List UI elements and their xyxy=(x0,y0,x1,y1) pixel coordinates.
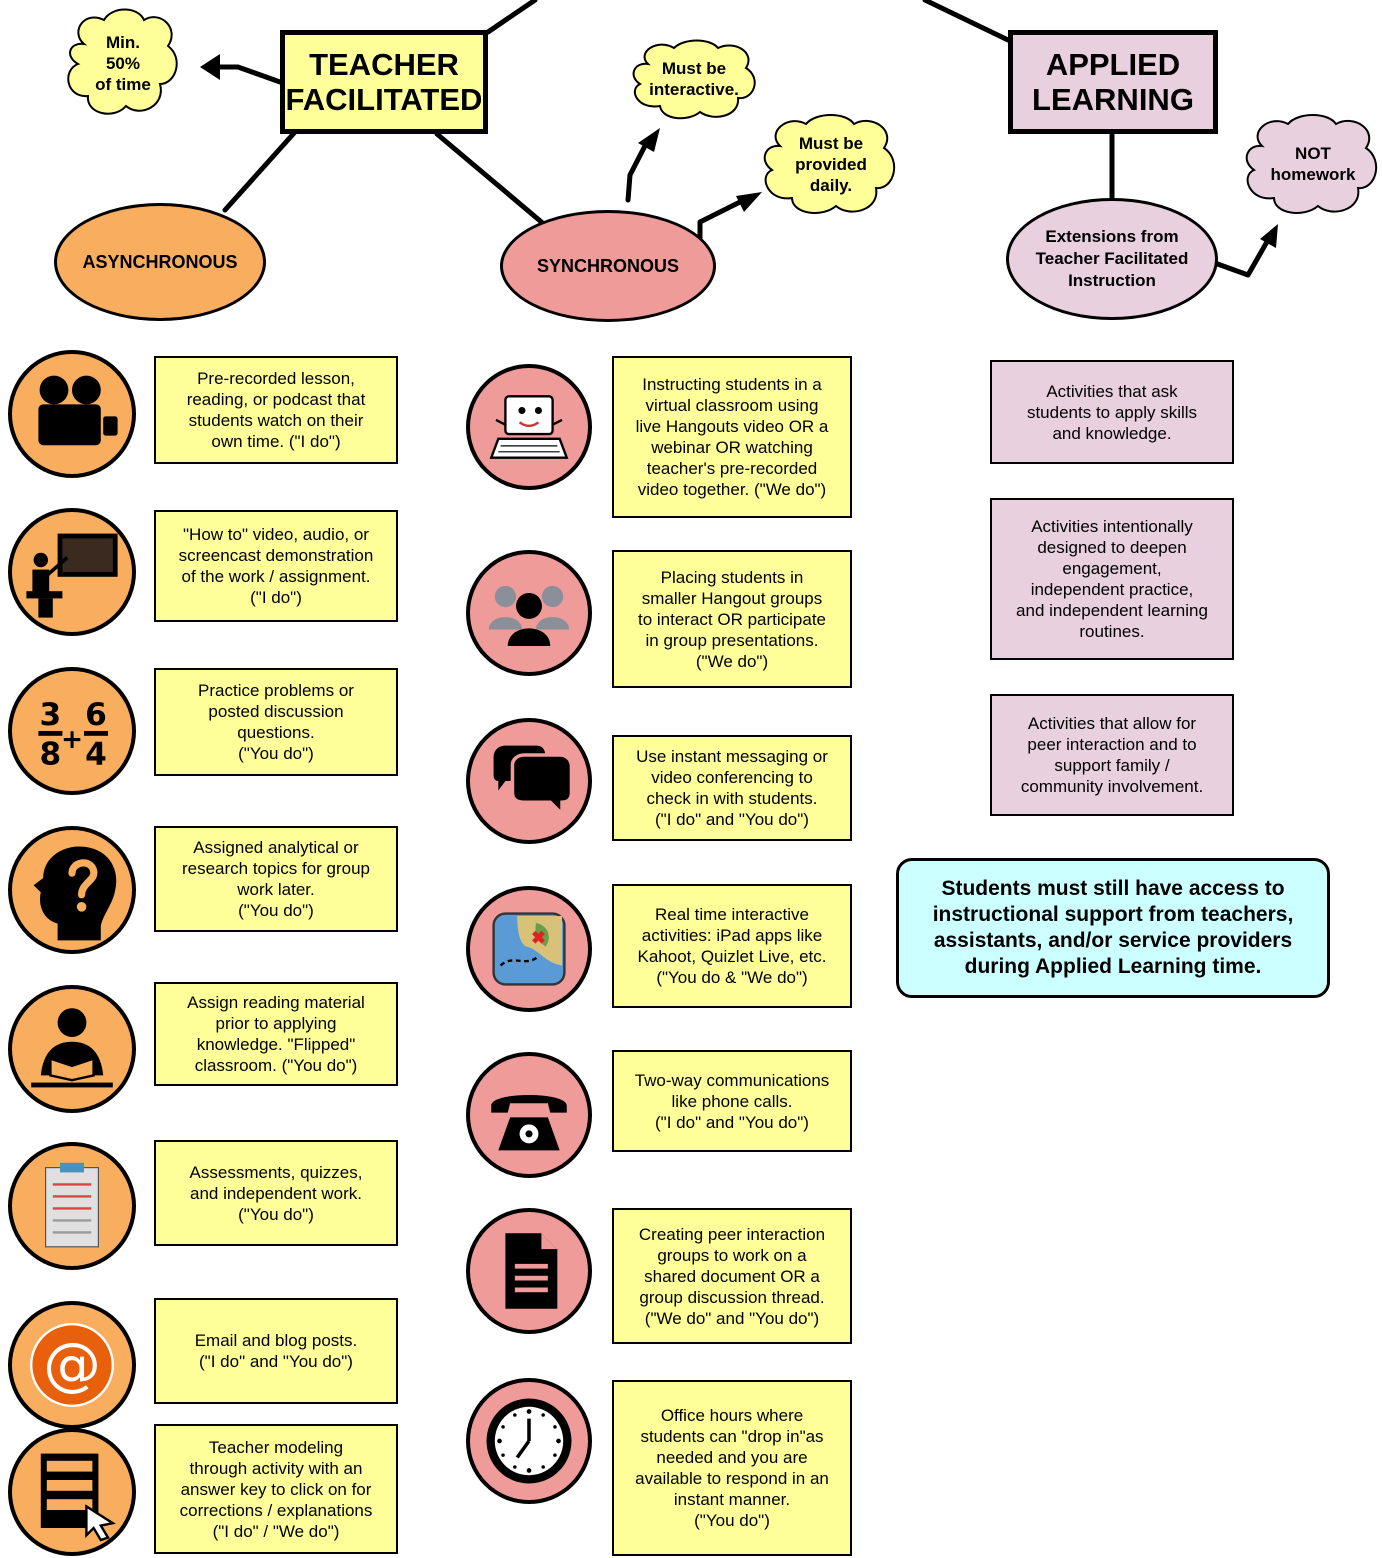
async-item-4: Assigned analytical or research topics f… xyxy=(154,826,398,932)
cloud-min-50-percent-text: Min. 50% of time xyxy=(95,32,151,94)
asynchronous-oval: ASYNCHRONOUS xyxy=(54,203,266,321)
applied-item-1: Activities that ask students to apply sk… xyxy=(990,360,1234,464)
cloud-not-homework: NOT homework xyxy=(1240,112,1382,216)
synchronous-oval: SYNCHRONOUS xyxy=(500,210,716,322)
svg-text:@: @ xyxy=(43,1331,101,1398)
applied-item-2: Activities intentionally designed to dee… xyxy=(990,498,1234,660)
async-item-5: Assign reading material prior to applyin… xyxy=(154,982,398,1086)
sync-item-7: Office hours where students can "drop in… xyxy=(612,1380,852,1556)
svg-text:+: + xyxy=(61,724,83,755)
computer-icon xyxy=(466,364,592,490)
applied-learning-title: APPLIED LEARNING xyxy=(1008,30,1218,134)
cloud-min-50-percent: Min. 50% of time xyxy=(62,4,184,122)
map-icon xyxy=(466,886,592,1012)
fractions-icon: 3 8 + 6 4 xyxy=(8,667,136,795)
head-question-icon xyxy=(8,826,136,954)
instructional-support-note: Students must still have access to instr… xyxy=(896,858,1330,998)
applied-item-3: Activities that allow for peer interacti… xyxy=(990,694,1234,816)
async-item-3: Practice problems or posted discussion q… xyxy=(154,668,398,776)
cloud-must-be-provided-daily-text: Must be provided daily. xyxy=(795,133,867,195)
document-cursor-icon xyxy=(8,1428,136,1556)
cloud-must-be-interactive-text: Must be interactive. xyxy=(649,59,739,99)
document-icon xyxy=(466,1208,592,1334)
svg-text:3: 3 xyxy=(40,697,62,733)
sync-item-2: Placing students in smaller Hangout grou… xyxy=(612,550,852,688)
async-item-6: Assessments, quizzes, and independent wo… xyxy=(154,1140,398,1246)
svg-text:4: 4 xyxy=(85,737,107,773)
async-item-7: Email and blog posts. ("I do" and "You d… xyxy=(154,1298,398,1404)
telephone-icon xyxy=(466,1052,592,1178)
sync-item-5: Two-way communications like phone calls.… xyxy=(612,1050,852,1152)
clipboard-icon xyxy=(8,1142,136,1270)
cloud-must-be-interactive: Must be interactive. xyxy=(628,38,760,120)
sync-item-3: Use instant messaging or video conferenc… xyxy=(612,735,852,841)
async-item-2: "How to" video, audio, or screencast dem… xyxy=(154,510,398,622)
extensions-oval: Extensions from Teacher Facilitated Inst… xyxy=(1006,198,1218,320)
sync-item-4: Real time interactive activities: iPad a… xyxy=(612,884,852,1008)
clock-icon xyxy=(466,1378,592,1504)
teacher-board-icon xyxy=(8,508,136,636)
sync-item-1: Instructing students in a virtual classr… xyxy=(612,356,852,518)
sync-item-6: Creating peer interaction groups to work… xyxy=(612,1208,852,1344)
at-sign-icon: @ xyxy=(8,1301,136,1429)
cloud-not-homework-text: NOT homework xyxy=(1270,144,1356,184)
group-icon xyxy=(466,550,592,676)
teacher-facilitated-title: TEACHER FACILITATED xyxy=(280,30,488,134)
svg-text:8: 8 xyxy=(40,737,62,773)
async-item-8: Teacher modeling through activity with a… xyxy=(154,1424,398,1554)
chat-bubbles-icon xyxy=(466,718,592,844)
video-camera-icon xyxy=(8,350,136,478)
cloud-must-be-provided-daily: Must be provided daily. xyxy=(758,112,904,216)
svg-text:6: 6 xyxy=(85,697,107,733)
async-item-1: Pre-recorded lesson, reading, or podcast… xyxy=(154,356,398,464)
reader-icon xyxy=(8,985,136,1113)
